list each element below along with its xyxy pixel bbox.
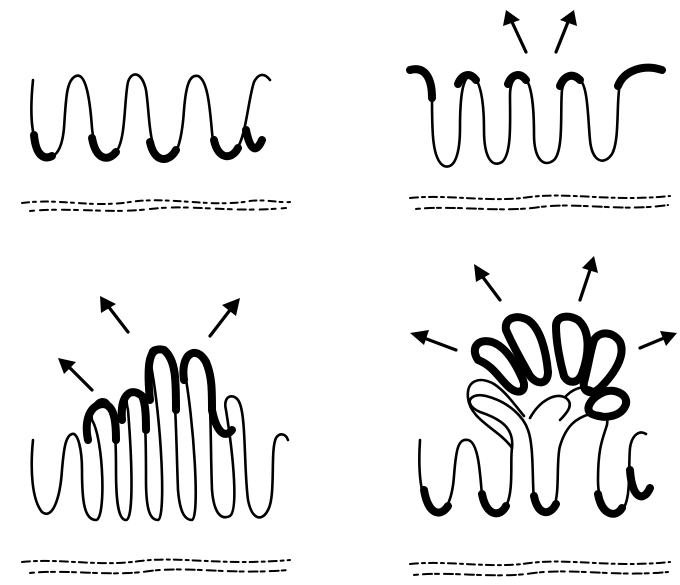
basal-layer-line	[410, 562, 670, 566]
thickened-tip	[482, 494, 506, 513]
thickened-top	[122, 392, 146, 430]
thickened-tip	[34, 135, 52, 157]
arrow-up-left	[474, 264, 500, 300]
thickened-outer-surface	[508, 75, 526, 84]
thickened-tip	[214, 140, 238, 156]
basal-layer-line	[410, 196, 670, 200]
panel-top-left	[22, 74, 290, 211]
thickened-tip	[534, 496, 556, 512]
thickened-tip	[598, 494, 622, 514]
arrow-left	[410, 330, 456, 350]
thickened-tip	[246, 130, 262, 148]
basal-layer-line	[30, 207, 286, 211]
arrow-up-left	[503, 10, 526, 52]
rosette	[468, 317, 626, 448]
arrow-right	[640, 331, 677, 348]
thickened-top	[183, 353, 212, 410]
thickened-top	[87, 404, 116, 440]
thickened-tip	[424, 490, 448, 513]
panel-top-right	[410, 10, 670, 209]
arrow-up	[580, 256, 598, 300]
thickened-outer-surface	[618, 68, 662, 86]
basal-layer-line	[414, 571, 668, 575]
basal-layer-line	[30, 569, 288, 573]
thickened-tip	[150, 142, 176, 159]
thickened-tip	[92, 138, 116, 158]
arrow-up-left-outer	[58, 358, 92, 390]
arrow-up-left-inner	[100, 296, 128, 332]
panel-bottom-right	[410, 256, 677, 575]
basal-layer-line	[22, 200, 290, 204]
thickened-outer-surface	[410, 69, 432, 98]
basal-layer-line	[416, 205, 668, 209]
thickened-outer-surface	[560, 76, 580, 86]
folded-layer	[32, 347, 288, 520]
panel-bottom-left	[22, 296, 290, 573]
arrow-up-right	[210, 298, 240, 336]
arrow-up-right	[556, 10, 577, 52]
thickened-tip	[630, 470, 650, 496]
basal-layer-line	[22, 560, 290, 564]
